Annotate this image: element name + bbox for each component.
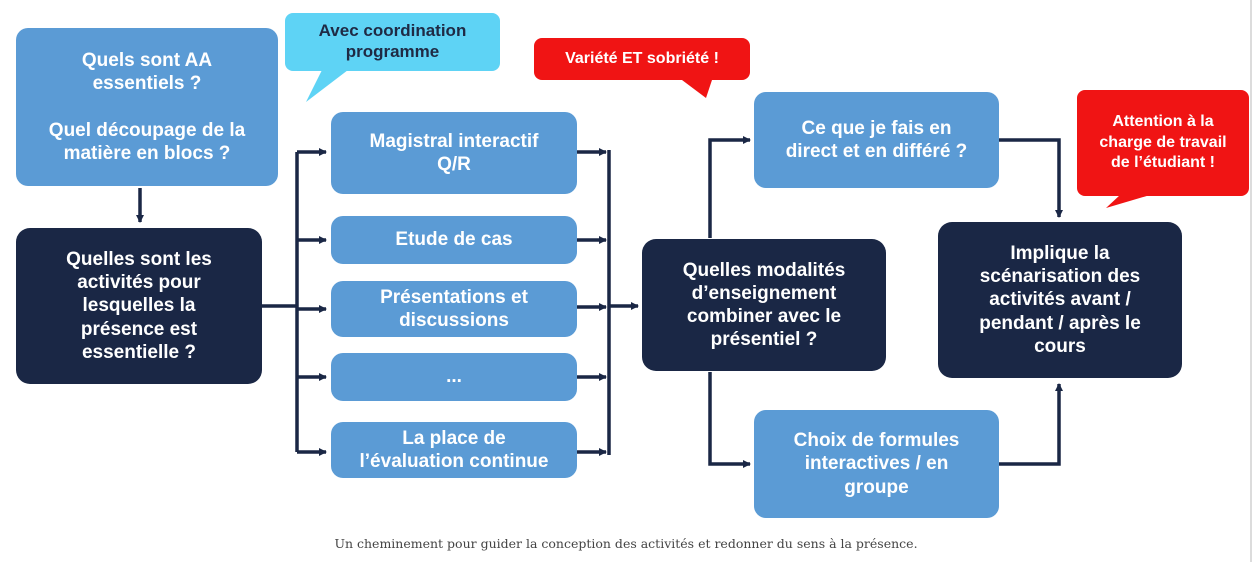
modalites-box: Quelles modalités d’enseignement combine… (642, 239, 886, 371)
coordination-callout: Avec coordination programme (285, 13, 500, 71)
attention-callout-tail (1106, 195, 1150, 208)
page-edge-divider (1250, 0, 1252, 562)
arrow-direct-to-scenarisation (999, 138, 1063, 218)
arrow-modalites-to-direct (708, 136, 751, 238)
scenarisation-box: Implique la scénarisation des activités … (938, 222, 1182, 378)
arrow-formules-to-scenarisation (999, 383, 1063, 466)
magistral-box: Magistral interactif Q/R (331, 112, 577, 194)
aa-essentials-box: Quels sont AA essentiels ? Quel découpag… (16, 28, 278, 186)
attention-callout: Attention à la charge de travail de l’ét… (1077, 90, 1249, 196)
figure-caption: Un cheminement pour guider la conception… (334, 536, 918, 551)
etude-de-cas-box: Etude de cas (331, 216, 577, 264)
variete-callout: Variété ET sobriété ! (534, 38, 750, 80)
arrow-modalites-to-formules (708, 372, 751, 468)
evaluation-box: La place de l’évaluation continue (331, 422, 577, 478)
coordination-callout-tail (306, 70, 348, 102)
presentations-box: Présentations et discussions (331, 281, 577, 337)
direct-differe-box: Ce que je fais en direct et en différé ? (754, 92, 999, 188)
variete-callout-tail (682, 80, 712, 98)
ellipsis-box: ... (331, 353, 577, 401)
activities-presence-box: Quelles sont les activités pour lesquell… (16, 228, 262, 384)
formules-box: Choix de formules interactives / en grou… (754, 410, 999, 518)
